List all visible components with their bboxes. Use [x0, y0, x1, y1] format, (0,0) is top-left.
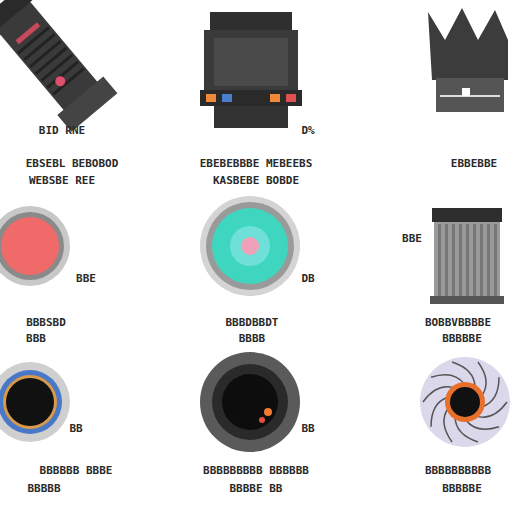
caption-text: BBE [402, 232, 422, 245]
blue-mark [222, 94, 232, 102]
aperture-housing [420, 357, 510, 447]
orange-mark [270, 94, 280, 102]
outer-ring [0, 206, 70, 286]
caption-text: BB [69, 422, 82, 435]
caption-text: BBBB [239, 332, 266, 345]
red-glass [1, 217, 59, 275]
pink-center [241, 237, 259, 255]
caption-text: BBBBBB BBBE [40, 464, 113, 477]
caption-text: DB [301, 272, 314, 285]
red-mark [286, 94, 296, 102]
caption-text: EBSEBL BEBOBOD [26, 157, 119, 170]
aperture-blades [423, 362, 507, 442]
caption-text: BBBDBBDT [226, 316, 279, 329]
rib [452, 224, 455, 296]
aperture-lens [420, 357, 510, 447]
caption-text: BBE [76, 272, 96, 285]
caption-text: BBB [26, 332, 46, 345]
rib [466, 224, 469, 296]
lens-inner [214, 38, 288, 86]
upright-lens [200, 12, 302, 128]
lens-mount [214, 106, 288, 128]
blue-ring [0, 370, 62, 434]
red-lens-front [0, 206, 70, 286]
caption-text: BBBBBBBBB BBBBBB [203, 464, 309, 477]
amber-ring [3, 375, 57, 429]
rib [459, 224, 462, 296]
inner-glass [230, 226, 270, 266]
aperture-hole [450, 387, 480, 417]
rib [445, 224, 448, 296]
caption-text: BBBBE BB [230, 482, 283, 495]
caption-text: BOBBVBBBBE [425, 316, 491, 329]
cylinder-top [432, 208, 502, 222]
grey-cylinder [430, 208, 504, 304]
caption-text: WEBSBE REE [29, 174, 95, 187]
caption-text: BBBBB [27, 482, 60, 495]
caption-text: BB [301, 422, 314, 435]
outer-ring [200, 352, 300, 452]
orange-dot [264, 408, 272, 416]
mid-ring [206, 202, 294, 290]
caption-text: EBEBEBBBE MEBEEBS [200, 157, 313, 170]
teal-lens-front [200, 196, 300, 296]
lens-hood [428, 8, 508, 112]
caption-text: BBBSBD [26, 316, 66, 329]
caption-text: EBBEBBE [451, 157, 497, 170]
lens-band [200, 90, 302, 106]
grip-stripe [46, 61, 79, 89]
blue-lens-front [0, 362, 70, 442]
outer-ring [200, 196, 300, 296]
tilted-lens [0, 0, 117, 132]
caption-text: KASBEBE BOBDE [213, 174, 299, 187]
rib [480, 224, 483, 296]
dark-lens-front [200, 352, 300, 452]
caption-text: BBBBBE [442, 482, 482, 495]
black-glass [222, 374, 278, 430]
black-glass [6, 378, 54, 426]
blade-edge [466, 420, 499, 429]
caption-text: BID RNE [39, 124, 85, 137]
lens-cap [210, 12, 292, 30]
inner-ring [0, 212, 64, 280]
teal-glass [212, 208, 288, 284]
hood-petals [428, 8, 508, 80]
cylinder-ribs [438, 224, 497, 296]
red-band [16, 22, 41, 44]
caption-text: D% [301, 124, 314, 137]
orange-ring [445, 382, 485, 422]
hood-base [436, 78, 504, 112]
rib [494, 224, 497, 296]
orange-mark [206, 94, 216, 102]
caption-text: BBBBBE [442, 332, 482, 345]
hood-mark [462, 88, 470, 96]
cylinder-body [434, 222, 500, 298]
cylinder-base [430, 296, 504, 304]
rib [473, 224, 476, 296]
blade-edge [431, 375, 464, 384]
red-dot [53, 74, 67, 88]
rib [438, 224, 441, 296]
inner-ring [212, 364, 288, 440]
lens-body [204, 30, 298, 92]
rib [487, 224, 490, 296]
outer-ring [0, 362, 70, 442]
grip-stripe [52, 68, 85, 96]
red-dot [259, 417, 265, 423]
caption-text: BBBBBBBBBB [425, 464, 491, 477]
